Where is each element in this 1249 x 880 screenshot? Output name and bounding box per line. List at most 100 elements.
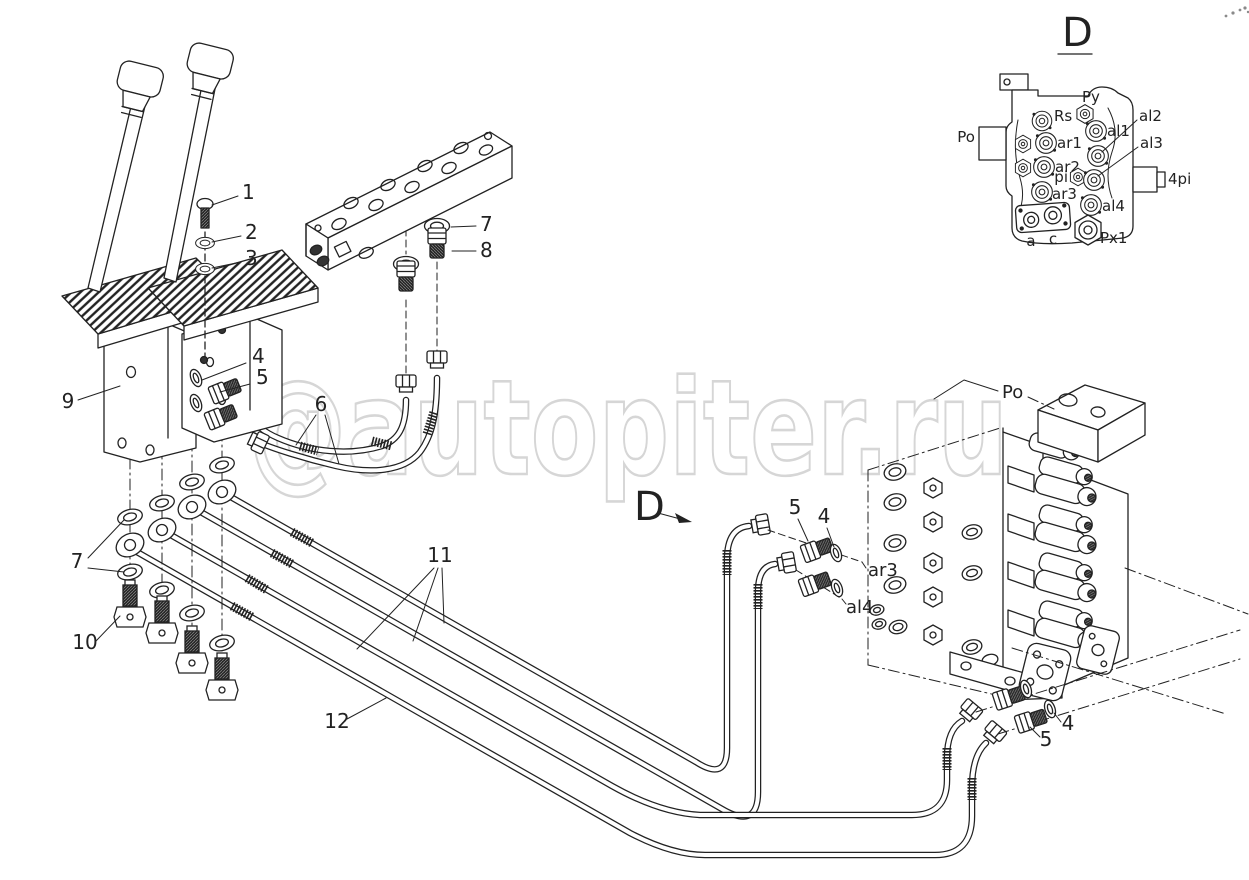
- callout-6: 6: [315, 392, 328, 416]
- callout-1: 1: [242, 180, 255, 204]
- port-label-ar3: ar3: [868, 560, 898, 581]
- banjo-eye: [173, 489, 211, 525]
- fitting: [427, 227, 447, 259]
- callout-9: 9: [62, 389, 75, 413]
- watermark-text: @autopiter.ru: [248, 352, 1008, 506]
- hex-plug: [1014, 134, 1032, 154]
- port-label-al2: al2: [1139, 107, 1162, 125]
- washer: [207, 632, 237, 654]
- callout-11: 11: [427, 543, 452, 567]
- callout-5: 5: [789, 495, 802, 519]
- view-arrow-icon: [675, 513, 692, 523]
- pilot-manifold-block: [305, 131, 513, 271]
- washer: [207, 454, 237, 476]
- fitting: [799, 535, 835, 564]
- pedal-lever-right: [163, 79, 217, 283]
- port-label-po: Po: [957, 128, 975, 146]
- port-label-al4: al4: [1102, 197, 1125, 215]
- mounting-flanges: [949, 625, 1120, 702]
- pedal-knob-left: [116, 60, 164, 118]
- port-pi: [1069, 167, 1087, 187]
- fitting: [797, 569, 833, 598]
- banjo-bolt: [205, 652, 239, 701]
- callout-10: 10: [72, 630, 97, 654]
- washer: [177, 471, 207, 493]
- elbow-nut: [395, 374, 417, 393]
- banjo-bolt: [145, 595, 179, 644]
- port-label-rs: Rs: [1054, 107, 1072, 125]
- port-label-pi: pi: [1054, 168, 1068, 186]
- elbow-nut: [426, 350, 448, 369]
- ac-connector: [1014, 201, 1072, 234]
- o-ring: [827, 542, 845, 564]
- callout-7: 7: [71, 549, 84, 573]
- view-d-arrow-label: D: [634, 484, 665, 530]
- port-al3: [1083, 169, 1105, 191]
- port-label-ar1: ar1: [1057, 134, 1082, 152]
- banjo-bolt: [113, 579, 147, 628]
- port-al4: [1080, 194, 1102, 216]
- port-al1: [1085, 120, 1107, 142]
- port-label-ar3: ar3: [1052, 185, 1077, 203]
- callout-7: 7: [480, 212, 493, 236]
- port-px1: [1074, 214, 1102, 246]
- hex-plug: [923, 552, 943, 574]
- port-py: [1076, 104, 1094, 124]
- hose-elbow-nut: [749, 512, 772, 537]
- callout-5: 5: [1040, 727, 1053, 751]
- port-label-py: Py: [1082, 88, 1100, 106]
- pedal-lever-left: [87, 97, 147, 293]
- port-ar2: [1033, 156, 1055, 178]
- port-label-al3: al3: [1140, 134, 1163, 152]
- callout-4: 4: [252, 344, 265, 368]
- port-label-4pi: 4pi: [1168, 170, 1191, 188]
- pedal-assembly: 1 2 3 4 5 9: [61, 42, 319, 463]
- callout-3: 3: [245, 246, 258, 270]
- watermark-corner-marks: [1224, 6, 1249, 18]
- valve-spools: [1007, 432, 1097, 651]
- callout-4: 4: [1062, 711, 1075, 735]
- port-label-al4: al4: [846, 597, 873, 618]
- po-label: Po: [1002, 382, 1023, 403]
- hex-plug: [923, 624, 943, 646]
- port-ar1: [1035, 132, 1057, 154]
- hex-plug: [923, 511, 943, 533]
- port-label-a: a: [1026, 232, 1035, 250]
- o-ring: [828, 577, 846, 599]
- port-label-c: c: [1049, 230, 1057, 248]
- washer: [177, 602, 207, 624]
- detail-view-d: D Rs Py ar1 ar2 ar3 pi al1 al2 al3 al4 P…: [957, 10, 1191, 250]
- washer: [195, 236, 215, 250]
- hex-plug: [923, 477, 943, 499]
- po-cover-block: [1037, 384, 1146, 463]
- mid-connections: D 5 4 ar3 al4: [634, 484, 898, 618]
- hex-plug: [923, 586, 943, 608]
- callout-2: 2: [245, 220, 258, 244]
- callout-12: 12: [324, 709, 349, 733]
- main-valve-block: Po: [867, 379, 1249, 715]
- hex-plug: [1014, 158, 1032, 178]
- callout-8: 8: [480, 238, 493, 262]
- hose-ferrules: [229, 528, 977, 800]
- banjo-bolt: [175, 625, 209, 674]
- port-label-al1: al1: [1107, 122, 1130, 140]
- port-rs: [1031, 110, 1053, 132]
- watermark: @autopiter.ru: [247, 6, 1249, 507]
- washer: [147, 492, 177, 514]
- fitting: [396, 260, 416, 292]
- washer: [195, 262, 215, 276]
- detail-d-title: D: [1062, 10, 1093, 56]
- callout-4: 4: [818, 504, 831, 528]
- bottom-fittings: 4 5: [975, 629, 1241, 751]
- long-hoses: 11 12: [126, 488, 1008, 859]
- port-panel: [869, 463, 999, 667]
- port-label-px1: Px1: [1100, 229, 1127, 247]
- hose-elbow-nut: [775, 550, 798, 575]
- banjo-eye: [203, 474, 241, 510]
- banjo-fittings: 7 10: [71, 429, 241, 701]
- bolt-stack: [195, 197, 215, 365]
- port-ar3: [1031, 181, 1053, 203]
- banjo-eye: [143, 512, 181, 548]
